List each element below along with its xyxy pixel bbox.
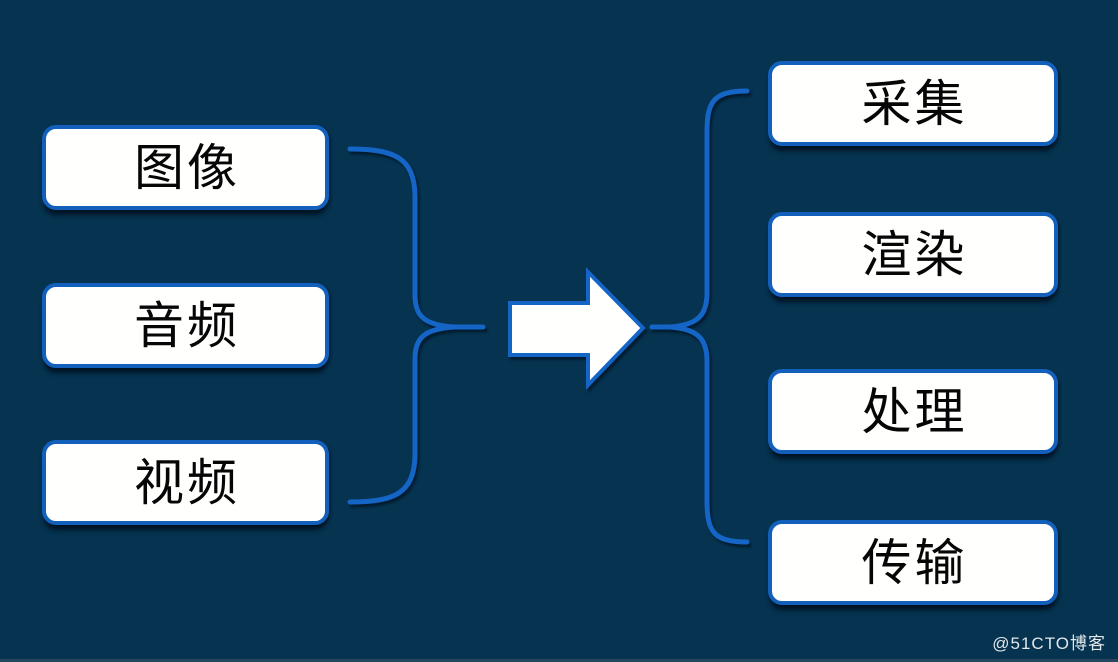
watermark-51cto: @51CTO博客 (992, 634, 1106, 653)
node-box-render: 渲染 (768, 212, 1058, 297)
right-block-arrow-icon (508, 267, 646, 390)
node-label: 视频 (134, 454, 240, 511)
node-label: 处理 (861, 383, 968, 440)
node-label: 图像 (134, 139, 240, 196)
left-curly-brace-icon (347, 146, 486, 505)
node-box-video: 视频 (42, 440, 329, 525)
node-label: 传输 (861, 534, 968, 591)
node-box-capture: 采集 (768, 61, 1058, 146)
bottom-edge-strip (0, 659, 1118, 662)
node-label: 渲染 (861, 226, 968, 283)
node-box-audio: 音频 (42, 283, 329, 368)
node-box-image: 图像 (42, 125, 329, 210)
node-box-transmit: 传输 (768, 520, 1058, 605)
right-curly-brace-icon (649, 88, 750, 545)
node-label: 采集 (861, 75, 968, 132)
node-label: 音频 (134, 297, 240, 354)
node-box-process: 处理 (768, 369, 1058, 454)
